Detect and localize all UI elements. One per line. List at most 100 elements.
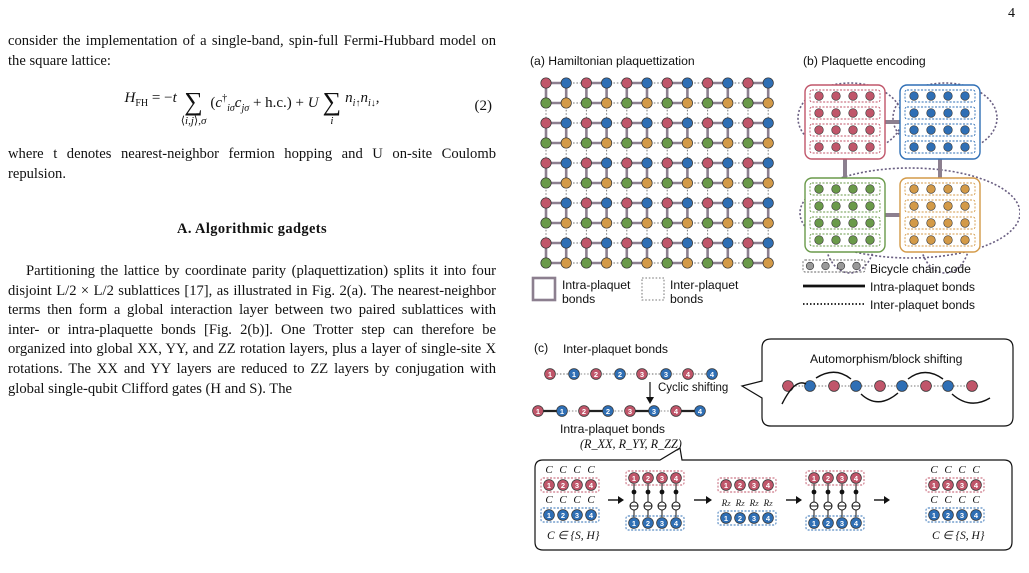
circuit-qubit-number: 3 <box>660 519 664 528</box>
bicycle-code-row <box>904 199 976 213</box>
circuit-qubit <box>956 509 968 521</box>
circuit-qubit-number: 4 <box>589 481 594 490</box>
lattice-site <box>580 77 592 89</box>
circuit-qubit-number: 1 <box>932 481 936 490</box>
encoded-qubit <box>960 125 970 135</box>
lattice-site <box>722 137 734 149</box>
shift-arrow <box>951 393 991 404</box>
lattice-site <box>722 237 734 249</box>
lattice-site <box>661 217 673 229</box>
circuit-qubit-number: 3 <box>575 481 579 490</box>
circuit-qubit-number: 2 <box>561 511 565 520</box>
chain-qubit <box>556 405 568 417</box>
circuit-qubit <box>850 472 862 484</box>
encoded-qubit <box>831 184 841 194</box>
lattice-site <box>661 237 673 249</box>
encoded-qubit <box>848 125 858 135</box>
lattice-site <box>661 77 673 89</box>
lattice-site <box>702 137 714 149</box>
circuit-qubit <box>543 509 555 521</box>
circuit-qubit <box>942 509 954 521</box>
clifford-label: C <box>573 494 581 506</box>
lattice-site <box>580 217 592 229</box>
lattice-site <box>742 97 754 109</box>
encoded-qubit <box>926 108 936 118</box>
shift-arrow <box>781 382 807 405</box>
auto-qubit <box>874 380 886 392</box>
lattice-site <box>540 157 552 169</box>
lattice-site <box>762 257 774 269</box>
auto-qubit <box>804 380 816 392</box>
legend-bicycle-dot <box>852 261 861 271</box>
circuit-qubit-number: 2 <box>738 514 742 523</box>
encoded-qubit <box>831 235 841 245</box>
encoded-qubit <box>960 201 970 211</box>
lattice-site <box>580 137 592 149</box>
lattice-site <box>621 157 633 169</box>
encoded-qubit <box>848 218 858 228</box>
c-cyclic-label: Cyclic shifting <box>658 382 729 394</box>
circuit-qubit-box <box>805 515 865 531</box>
circuit-qubit <box>628 472 640 484</box>
encoded-qubit <box>926 201 936 211</box>
chain-qubit <box>624 405 636 417</box>
circuit-qubit <box>808 472 820 484</box>
circuit-qubit-number: 2 <box>738 481 742 490</box>
lattice-site <box>580 257 592 269</box>
circuit-qubit <box>557 479 569 491</box>
shift-arrow <box>907 371 944 380</box>
circuit-qubit <box>836 472 848 484</box>
circuit-qubit <box>850 517 862 529</box>
lattice-site <box>762 157 774 169</box>
cyclic-arrowhead <box>646 397 654 404</box>
clifford-label: C <box>559 464 567 476</box>
circuit-qubit <box>748 512 760 524</box>
encoded-qubit <box>909 184 919 194</box>
circuit-qubit-number: 3 <box>840 519 844 528</box>
encoded-qubit <box>865 235 875 245</box>
circuit-qubit <box>734 512 746 524</box>
encoded-qubit <box>848 91 858 101</box>
bicycle-code-row <box>904 123 976 137</box>
clifford-label: C <box>573 464 581 476</box>
circuit-qubit-number: 1 <box>632 519 636 528</box>
lattice-site <box>621 137 633 149</box>
lattice-site <box>702 157 714 169</box>
chain-qubit-number: 3 <box>628 407 632 416</box>
chain-qubit-number: 1 <box>536 407 540 416</box>
hamiltonian-equation: HFH = −t ∑⟨i,j⟩,σ (c†iσcjσ + h.c.) + U ∑… <box>124 87 492 128</box>
circuit-qubit-number: 4 <box>589 511 594 520</box>
lattice-site <box>560 157 572 169</box>
step-arrowhead <box>796 496 802 504</box>
clifford-label: C <box>545 464 553 476</box>
circuit-qubit-number: 4 <box>854 474 859 483</box>
circuit-qubit-number: 1 <box>547 481 551 490</box>
auto-qubit <box>920 380 932 392</box>
circuit-qubit <box>543 479 555 491</box>
plaquette-block <box>804 177 886 253</box>
circuit-qubit-number: 3 <box>575 511 579 520</box>
encoded-qubit <box>814 142 824 152</box>
lattice-site <box>762 217 774 229</box>
circuit-qubit <box>628 517 640 529</box>
encoded-qubit <box>943 142 953 152</box>
lattice-site <box>560 97 572 109</box>
circuit-qubit-number: 4 <box>674 474 679 483</box>
circuit-qubit-box <box>540 507 600 523</box>
circuit-qubit <box>585 509 597 521</box>
legend-b-intra: Intra-plaquet bonds <box>870 280 976 294</box>
circuit-qubit <box>720 512 732 524</box>
lattice-site <box>621 197 633 209</box>
lattice-site <box>601 237 613 249</box>
encoded-qubit <box>960 91 970 101</box>
lattice-site <box>661 257 673 269</box>
encoded-qubit <box>831 91 841 101</box>
circuit-qubit-number: 2 <box>826 519 830 528</box>
encoded-qubit <box>926 218 936 228</box>
bicycle-code-row <box>809 233 881 247</box>
circuit-qubit <box>970 479 982 491</box>
lattice-site <box>742 177 754 189</box>
lattice-site <box>702 257 714 269</box>
lattice-site <box>540 137 552 149</box>
cnot-control <box>673 489 679 495</box>
